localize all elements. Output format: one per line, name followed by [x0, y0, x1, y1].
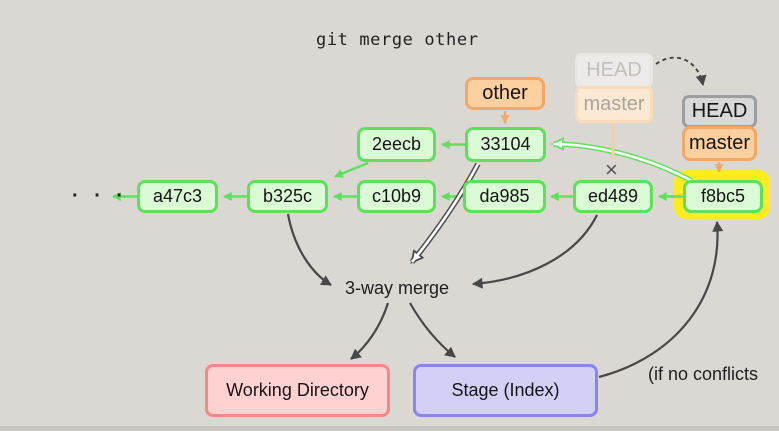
commit-2eecb: 2eecb [357, 127, 436, 162]
commit-label: f8bc5 [700, 186, 746, 206]
if-no-conflicts-label: (if no conflicts [648, 364, 759, 384]
commit-ed489: ed489 [573, 180, 653, 213]
arrow-2eecb-to-b325c [334, 161, 369, 178]
merge-label: 3-way merge [345, 278, 450, 298]
merge-flow-arrows [286, 213, 724, 379]
history-ellipsis: · · · [72, 185, 129, 207]
ref-arrows [500, 111, 724, 173]
commit-label: ed489 [587, 186, 639, 206]
ref-label: master [583, 93, 645, 115]
arrow-head-move-dashed [655, 56, 707, 86]
old-master-ref: master [575, 86, 653, 123]
stage-index-box: Stage (Index) [413, 364, 598, 417]
commit-label: c10b9 [371, 186, 422, 206]
commit-b325c: b325c [247, 180, 328, 213]
arrow-merge-to-stage [409, 302, 456, 358]
ref-label: HEAD [691, 100, 748, 122]
commit-label: b325c [262, 186, 313, 206]
bottom-strip [0, 426, 779, 431]
working-directory-box: Working Directory [205, 364, 390, 417]
arrow-stage-to-f8bc5 [598, 221, 724, 379]
commit-label: 33104 [480, 134, 531, 154]
commit-a47c3: a47c3 [137, 180, 218, 213]
stage-index-label: Stage (Index) [451, 380, 560, 400]
old-head-ref: HEAD [575, 53, 653, 88]
master-ref: master [682, 126, 757, 161]
head-ref: HEAD [682, 95, 757, 128]
branch-other: other [465, 77, 545, 110]
arrow-f8bc5-to-33104-double [550, 137, 694, 184]
commit-da985: da985 [463, 180, 546, 213]
ref-label: master [688, 132, 751, 154]
arrow-33104-to-merge-double [409, 162, 481, 264]
page-title: git merge other [316, 30, 479, 50]
commit-c10b9: c10b9 [357, 180, 436, 213]
commit-label: da985 [479, 186, 530, 206]
arrow-merge-to-working-dir [350, 302, 390, 360]
commit-f8bc5: f8bc5 [683, 180, 763, 213]
ref-label: HEAD [586, 59, 642, 81]
arrow-ed489-to-merge [472, 214, 598, 289]
arrow-b325c-to-merge [286, 213, 332, 286]
working-directory-label: Working Directory [226, 380, 369, 400]
invalidated-pointer-cross: × [605, 157, 618, 182]
commit-33104: 33104 [465, 127, 546, 162]
branch-label: other [482, 82, 528, 104]
commit-label: 2eecb [371, 134, 422, 154]
commit-label: a47c3 [152, 186, 203, 206]
